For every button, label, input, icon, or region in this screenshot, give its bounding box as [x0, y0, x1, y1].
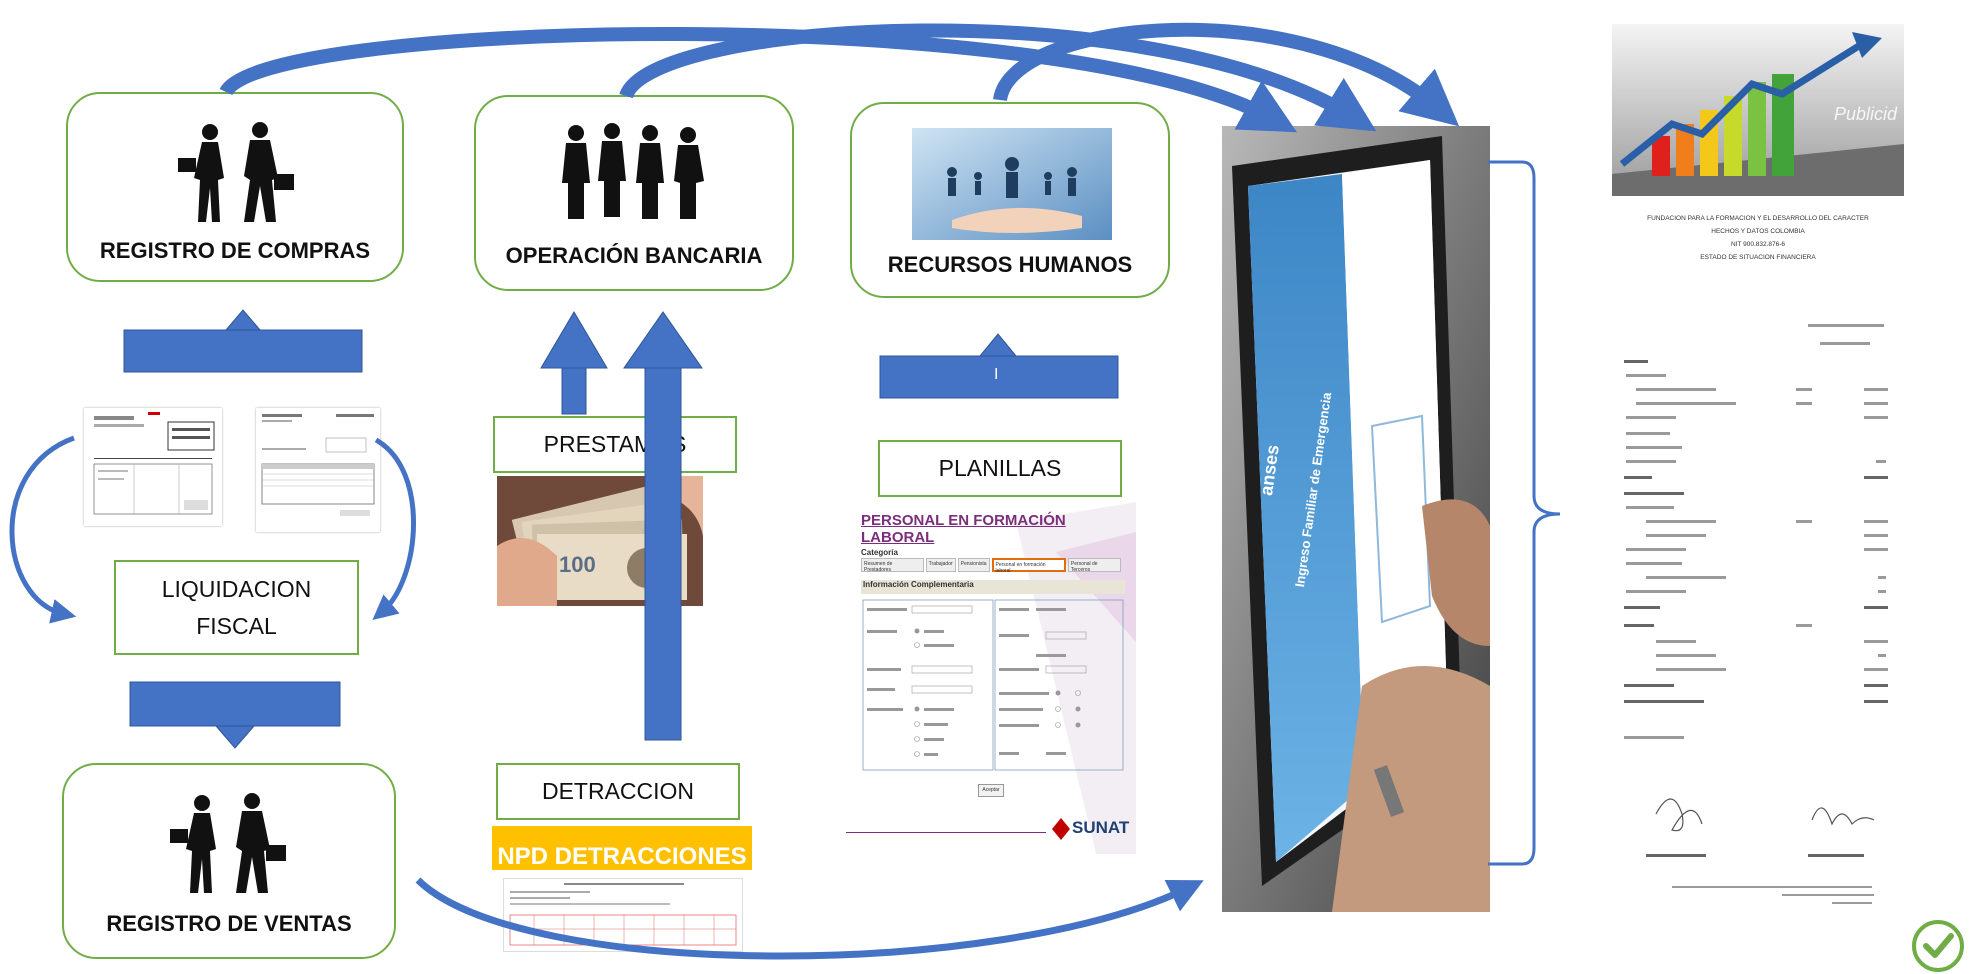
sunat-bottom-rule — [846, 832, 1046, 833]
sunat-accept-button[interactable]: Aceptar — [978, 784, 1004, 797]
npd-detracciones-document — [503, 878, 743, 952]
arc-arrow-rrhh-to-tablet — [993, 22, 1460, 127]
detraccion-label: DETRACCION — [541, 778, 695, 804]
recursos-humanos-label: RECURSOS HUMANOS — [887, 252, 1133, 277]
planillas-label: PLANILLAS — [938, 455, 1062, 481]
tablet-photo: anses Ingreso Familiar de Emergencia — [1222, 126, 1490, 912]
sunat-tab-resumen[interactable]: Resumen de Prestadores — [861, 558, 924, 573]
businesspeople-silhouette-icon — [178, 122, 294, 222]
liquidacion-line1: LIQUIDACION — [161, 575, 312, 602]
prestamos-box: PRESTAMOS — [493, 416, 737, 473]
sunat-tab-formacion[interactable]: Personal en formación laboral — [991, 558, 1066, 574]
invoice-document-left — [84, 408, 222, 526]
liquidacion-fiscal-box: LIQUIDACION FISCAL — [114, 560, 359, 655]
report-header-line3: NIT 900.832.876-6 — [1730, 241, 1786, 248]
registro-compras-label: REGISTRO DE COMPRAS — [99, 238, 371, 263]
report-header-line1: FUNDACION PARA LA FORMACION Y EL DESARRO… — [1647, 215, 1869, 222]
curve-arrow-left-to-liquidacion — [9, 435, 77, 624]
npd-detracciones-label: NPD DETRACCIONES — [497, 843, 747, 870]
curly-brace — [1488, 160, 1561, 866]
sunat-logo-text: SUNAT — [1072, 818, 1130, 837]
prestamos-label: PRESTAMOS — [543, 431, 687, 457]
curve-arrow-right-to-liquidacion — [372, 437, 416, 621]
sunat-logo: SUNAT — [1052, 816, 1132, 846]
group-businesspeople-icon — [562, 123, 704, 219]
arrow-prestamos-up — [540, 311, 608, 415]
recursos-humanos-box: RECURSOS HUMANOS — [850, 102, 1170, 298]
report-header-line4: ESTADO DE SITUACION FINANCIERA — [1700, 254, 1816, 261]
sunat-tab-terceros[interactable]: Personal de Terceros — [1067, 558, 1121, 573]
sunat-tab-pensionista[interactable]: Pensionista — [957, 558, 990, 572]
sunat-form-title-line2: LABORAL — [861, 529, 935, 546]
block-arrow-up-compras — [123, 309, 363, 373]
businesspeople-silhouette-icon — [170, 793, 286, 893]
sunat-form-subtitle: Categoría — [861, 548, 898, 557]
sunat-form-title-line1: PERSONAL EN FORMACIÓN — [861, 512, 1066, 529]
svg-text:100: 100 — [559, 552, 596, 577]
financial-report-document: Publicid FUNDACION PARA LA FORMACION Y E… — [1612, 24, 1904, 914]
report-chart-caption: Publicid — [1834, 104, 1898, 124]
registro-ventas-label: REGISTRO DE VENTAS — [106, 911, 352, 936]
detraccion-box: DETRACCION — [496, 763, 740, 820]
sunat-tab-trabajador[interactable]: Trabajador — [925, 558, 956, 572]
operacion-bancaria-box: OPERACIÓN BANCARIA — [474, 95, 794, 291]
block-arrow-down-ventas — [129, 681, 341, 749]
operacion-bancaria-label: OPERACIÓN BANCARIA — [505, 243, 763, 268]
banknotes-photo: 100 — [497, 476, 703, 606]
hand-with-people-icon — [912, 128, 1112, 240]
npd-detracciones-banner: NPD DETRACCIONES — [492, 826, 752, 870]
registro-compras-box: REGISTRO DE COMPRAS — [66, 92, 404, 282]
rrhh-block-arrow-mark: I — [994, 366, 999, 383]
report-header: FUNDACION PARA LA FORMACION Y EL DESARRO… — [1632, 212, 1884, 264]
sunat-section-header: Información Complementaria — [861, 580, 1125, 594]
sunat-form-screenshot: PERSONAL EN FORMACIÓN LABORAL Categoría … — [846, 502, 1136, 854]
sunat-form-title: PERSONAL EN FORMACIÓN LABORAL — [861, 512, 1066, 546]
check-mark-icon — [1910, 918, 1966, 974]
report-header-line2: HECHOS Y DATOS COLOMBIA — [1711, 228, 1805, 235]
invoice-document-right — [256, 408, 380, 532]
registro-ventas-box: REGISTRO DE VENTAS — [62, 763, 396, 959]
sunat-form-tabs: Resumen de Prestadores Trabajador Pensio… — [861, 558, 1121, 574]
block-arrow-up-rrhh — [879, 333, 1119, 399]
liquidacion-line2: FISCAL — [196, 612, 277, 639]
planillas-box: PLANILLAS — [878, 440, 1122, 497]
